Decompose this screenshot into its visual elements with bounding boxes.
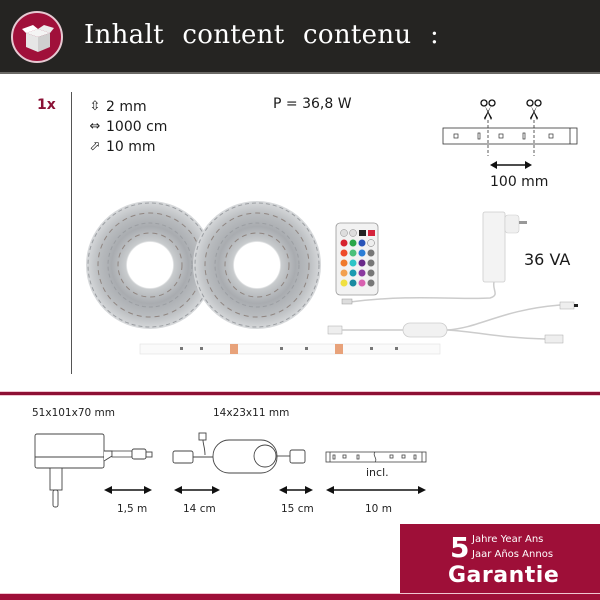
page-title: Inhalt content contenu : — [84, 20, 440, 50]
open-box-icon — [22, 25, 54, 52]
length-arrow-icon: ⇔ — [89, 119, 101, 134]
power-rating: P = 36,8 W — [273, 96, 352, 112]
cut-interval-label: 100 mm — [490, 174, 549, 190]
guarantee-badge: 5 Jahre Year Ans Jaar Años Annos Garanti… — [400, 524, 600, 600]
led-strip-drawing — [325, 451, 427, 463]
contents-badge — [11, 11, 63, 63]
spec-list: ⇳ 2 mm ⇔ 1000 cm ⬀ 10 mm — [88, 97, 168, 157]
controller-module — [327, 301, 578, 344]
spec-length: ⇔ 1000 cm — [88, 117, 168, 137]
header-bar: Inhalt content contenu : — [0, 0, 600, 74]
section-divider — [0, 392, 600, 395]
component-line-drawings — [34, 432, 427, 508]
guarantee-line-1: Jahre Year Ans — [472, 534, 544, 545]
scissors-icon — [480, 99, 496, 120]
controller-drawing — [172, 432, 306, 474]
controller-input-cable-length: 14 cm — [183, 503, 216, 515]
divider-vertical — [71, 92, 72, 374]
power-supply-drawing — [34, 433, 153, 508]
guarantee-years: 5 — [450, 531, 470, 564]
quantity-label: 1x — [37, 97, 56, 113]
power-supply-dimensions: 51x101x70 mm — [32, 407, 115, 419]
power-supply-rating: 36 VA — [524, 250, 571, 269]
led-strip-coil-2 — [193, 201, 321, 329]
spec-value: 1000 cm — [106, 119, 168, 135]
cut-diagram — [442, 99, 578, 169]
spec-value: 10 mm — [106, 139, 156, 155]
product-image — [86, 201, 578, 355]
controller-output-cable-length: 15 cm — [281, 503, 314, 515]
spec-width: ⬀ 10 mm — [88, 137, 167, 157]
led-strip-unrolled — [139, 343, 441, 355]
power-cable-length: 1,5 m — [117, 503, 148, 515]
spec-height: ⇳ 2 mm — [88, 97, 167, 117]
guarantee-label: Garantie — [448, 563, 560, 588]
remote-control — [335, 222, 379, 296]
led-strip-coil-1 — [86, 201, 214, 329]
strip-length: 10 m — [365, 503, 392, 515]
guarantee-line-2: Jaar Años Annos — [472, 549, 554, 560]
strip-included-note: incl. — [366, 466, 389, 479]
bottom-accent-bar — [0, 593, 600, 600]
scissors-icon — [526, 99, 542, 120]
spec-value: 2 mm — [106, 99, 147, 115]
dimension-arrows — [104, 486, 426, 494]
width-arrow-icon: ⬀ — [89, 139, 101, 154]
power-supply-adapter — [341, 211, 527, 305]
height-arrow-icon: ⇳ — [89, 99, 101, 114]
controller-dimensions: 14x23x11 mm — [213, 407, 290, 419]
